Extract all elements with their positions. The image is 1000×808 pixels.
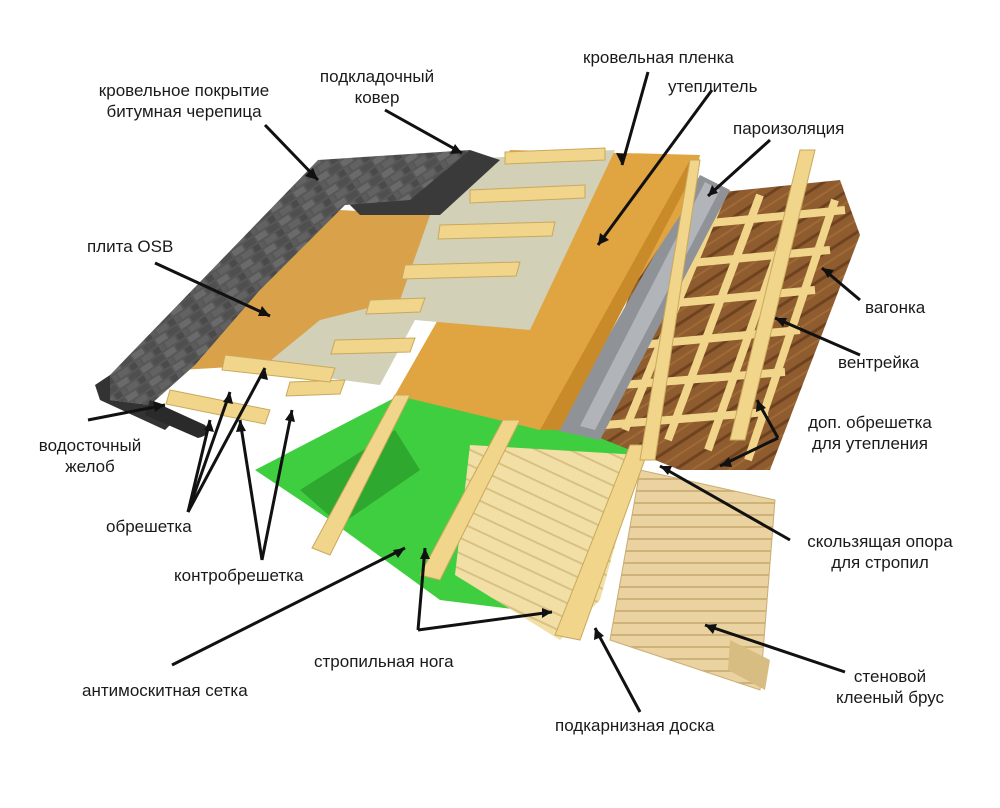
underlay-label-line2: ковер xyxy=(354,88,400,107)
sliding-support-label: скользящая опора для стропил xyxy=(785,531,975,573)
sliding-support-label-line2: для стропил xyxy=(831,553,929,572)
eave-board-label: подкарнизная доска xyxy=(555,716,715,735)
gutter-label: водосточный желоб xyxy=(20,435,160,477)
lining-label: вагонка xyxy=(865,298,926,317)
insulation-edge xyxy=(540,160,700,430)
osb-shape xyxy=(180,210,430,370)
roofing-label-line1: кровельное покрытие xyxy=(98,81,270,100)
gutter-shape xyxy=(145,400,208,438)
wall-beam-label-line1: стеновой xyxy=(853,667,927,686)
wall-beam-label: стеновой клееный брус xyxy=(815,666,965,708)
arrow-heads xyxy=(153,144,834,640)
roofing-label-line2: битумная черепица xyxy=(106,102,262,121)
extra-batten-label-line1: доп. обрешетка xyxy=(808,413,932,432)
vapor-barrier-label: пароизоляция xyxy=(733,119,845,138)
wall-beam-end xyxy=(728,640,770,690)
gutter-label-line2: желоб xyxy=(65,457,115,476)
batten-label: обрешетка xyxy=(106,517,192,536)
vent-strip-label: вентрейка xyxy=(838,353,920,372)
roof-film-label: кровельная пленка xyxy=(583,48,734,67)
shingle-shape xyxy=(110,150,470,405)
rafters xyxy=(311,149,816,641)
mosquito-net-label: антимоскитная сетка xyxy=(82,681,248,700)
underlay-label-line1: подкладочный xyxy=(319,67,435,86)
extra-batten-label-line2: для утепления xyxy=(812,434,928,453)
osb-label: плита OSB xyxy=(87,237,174,256)
wall-beam-label-line2: клееный брус xyxy=(835,688,945,707)
rafter-label: стропильная нога xyxy=(314,652,454,671)
batten-strips xyxy=(165,147,606,425)
counter-batten-label: контробрешетка xyxy=(174,566,304,585)
gutter-label-line1: водосточный xyxy=(38,436,142,455)
pointer-arrows xyxy=(87,71,861,713)
underlay-label: подкладочный ковер xyxy=(302,66,452,108)
roofing-label: кровельное покрытие битумная черепица xyxy=(84,80,284,122)
insulation-label: утеплитель xyxy=(668,77,758,96)
sliding-support-label-line1: скользящая опора xyxy=(807,532,953,551)
extra-batten-label: доп. обрешетка для утепления xyxy=(785,412,955,454)
